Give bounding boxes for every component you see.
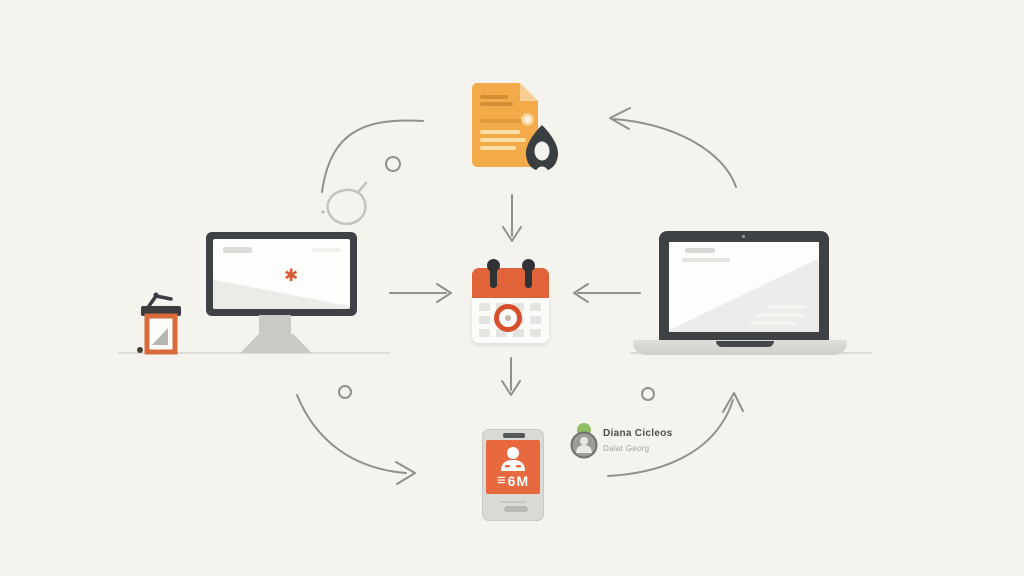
document-text-line [480, 95, 508, 99]
calendar-cell [530, 316, 541, 324]
sketch-doodle-icon [321, 181, 368, 225]
laptop-notch [716, 341, 774, 347]
asterisk-marker-icon: ✱ [284, 266, 299, 285]
phone-screen-text: 6M [507, 472, 530, 489]
calendar-cell [530, 303, 541, 311]
calendar-cell [479, 303, 490, 311]
phone-chin-line [500, 501, 526, 503]
arrow-document-to-doodle [321, 119, 424, 193]
arrow-monitor-to-phone [296, 394, 416, 485]
menu-bars-icon: ≡ [496, 472, 506, 489]
calendar-cell [479, 316, 490, 324]
calendar-pin-icon [522, 259, 535, 288]
phone-screen-caption: ≡ 6M [486, 473, 540, 488]
laptop-text-line [682, 258, 730, 262]
contact-name: Diana Cicleos [603, 428, 673, 439]
laptop-text-line [768, 305, 806, 309]
arrow-monitor-to-calendar [389, 283, 452, 303]
monitor-stand-base [240, 334, 312, 353]
monitor-titlebar-line [223, 247, 252, 253]
calendar-header [472, 268, 549, 298]
phone-person-icon [501, 447, 525, 471]
document-bullet-icon [521, 113, 534, 126]
grinder-icon [137, 292, 181, 355]
arrow-document-to-calendar [502, 194, 522, 242]
laptop-text-line [685, 248, 715, 253]
circle-marker-bottom-right [641, 387, 655, 401]
webcam-dot-icon [742, 235, 745, 238]
arrow-laptop-to-document [609, 107, 737, 188]
monitor-stand-neck [259, 315, 291, 335]
phone-speaker [503, 433, 525, 438]
calendar-pin-icon [487, 259, 500, 288]
document-text-line [480, 130, 520, 134]
calendar-cell [530, 329, 541, 337]
avatar [570, 423, 598, 459]
small-dot [137, 347, 143, 353]
laptop-base [633, 340, 847, 355]
circle-marker-bottom-left [338, 385, 352, 399]
laptop-screen [669, 242, 819, 332]
arrow-calendar-to-phone [501, 357, 521, 396]
calendar-cell [513, 303, 524, 311]
circle-marker-top [385, 156, 401, 172]
phone-screen: ≡ 6M [486, 440, 540, 494]
document-text-line [480, 102, 513, 106]
document-text-line [480, 119, 524, 123]
laptop-text-line [750, 321, 796, 325]
calendar-cell [479, 329, 490, 337]
calendar-icon [472, 298, 549, 343]
document-text-line [480, 138, 526, 142]
arrow-laptop-to-calendar [573, 283, 641, 303]
calendar-cell [496, 329, 507, 337]
document-text-line [480, 146, 516, 150]
calendar-date-ring-icon [494, 304, 522, 332]
home-button-icon [504, 506, 528, 512]
monitor-menu-line [312, 248, 341, 252]
monitor-screen: ✱ [213, 239, 350, 309]
calendar-cell [513, 329, 524, 337]
contact-subtitle: Dalat Georg [603, 444, 650, 453]
penguin-silhouette-icon [525, 125, 559, 171]
laptop-text-line [756, 313, 804, 317]
